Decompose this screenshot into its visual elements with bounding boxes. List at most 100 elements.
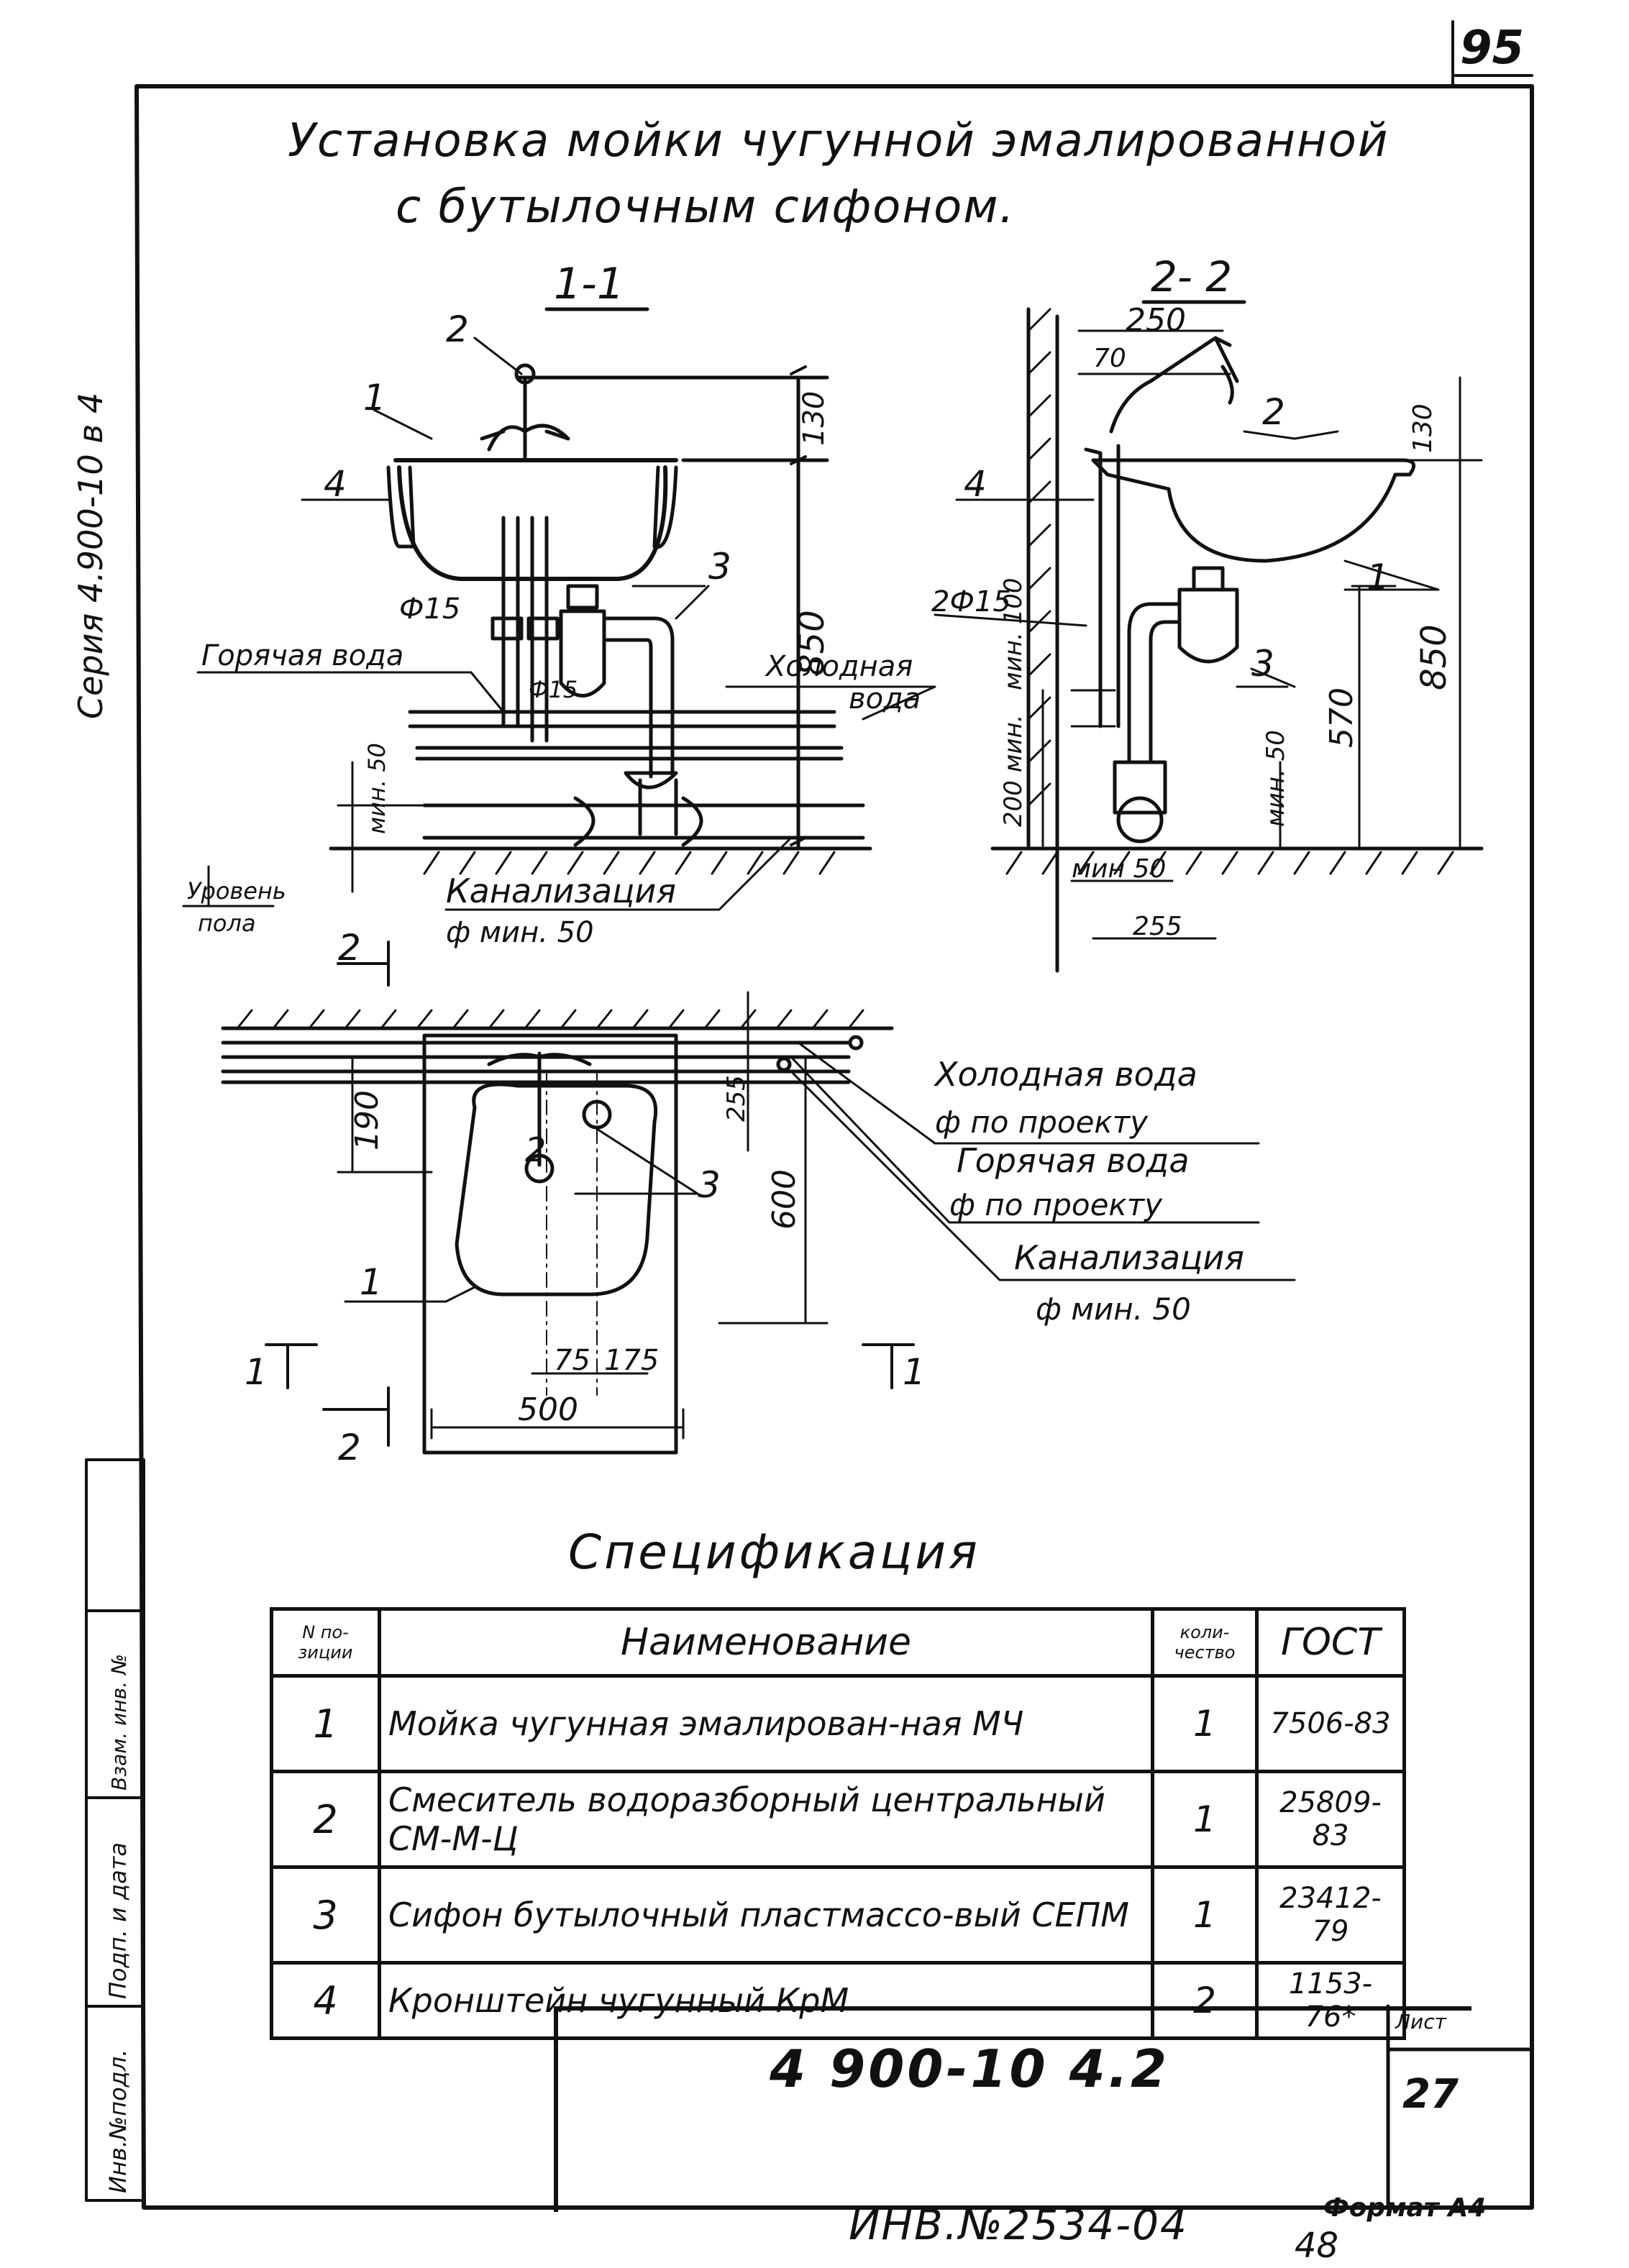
specification-table: N по- зиции Наименование коли- чество ГО… (270, 1607, 1406, 2040)
sewer-callout: Канализация (1014, 1238, 1244, 1277)
dim-255-b: 255 (1133, 912, 1182, 941)
table-row: 3 Сифон бутылочный пластмассо-вый СЕПМ 1… (270, 1865, 1406, 1965)
dim-850-a: 850 (792, 610, 832, 676)
section-1-1-mark: 1-1 (554, 259, 624, 309)
series-label: Серия 4.900-10 в 4 (71, 393, 110, 719)
plan-view-labels: 2 190 255 600 2 3 1 75 175 500 1 1 2 Хол… (245, 927, 1244, 1468)
dim-850-b: 850 (1414, 624, 1454, 690)
sheet-label: Лист (1395, 2010, 1446, 2034)
diameter-15-b: Ф15 (529, 676, 578, 703)
document-code: 4 900-10 4.2 (770, 2039, 1170, 2099)
dim-min50-a: мин. 50 (363, 743, 391, 834)
title-block (554, 2006, 1471, 2212)
pipe-2d15-label: 2Ф15 (931, 585, 1011, 618)
diameter-15-a: Ф15 (399, 593, 460, 626)
title-line-2: с бутылочным сифоном. (396, 180, 1016, 234)
plan-item-ref-3: 3 (698, 1164, 721, 1206)
row-num: 4 (270, 1961, 381, 2040)
row-qty: 2 (1151, 1961, 1259, 2040)
dim-75: 75 (554, 1344, 590, 1377)
dim-70: 70 (1093, 344, 1126, 373)
dim-500: 500 (518, 1391, 578, 1428)
dim-570: 570 (1323, 687, 1360, 748)
item-ref-1: 1 (363, 377, 386, 419)
item-ref-4b: 4 (964, 463, 987, 505)
row-name: Сифон бутылочный пластмассо-вый СЕПМ (378, 1865, 1154, 1965)
row-gost: 25809-83 (1255, 1770, 1406, 1869)
stamp-signature-date: Подп. и дата (104, 1842, 132, 1999)
row-name: Смеситель водоразборный центральный СМ-М… (378, 1770, 1154, 1869)
row-gost: 23412-79 (1255, 1865, 1406, 1965)
sheet-number: 27 (1402, 2071, 1459, 2118)
item-ref-1b: 1 (1366, 557, 1390, 598)
row-gost: 7506-83 (1255, 1674, 1406, 1773)
dim-min100: мин. 100 (999, 578, 1028, 691)
dim-130-b: 130 (1408, 403, 1438, 453)
item-ref-2b: 2 (1262, 391, 1285, 433)
sewer-diameter-label: ф мин. 50 (446, 916, 594, 949)
dim-130-a: 130 (798, 391, 831, 446)
sewer-label: Канализация (446, 872, 676, 910)
cut-mark-1-left: 1 (245, 1351, 268, 1393)
section-2-2-geometry (934, 300, 1484, 973)
row-qty: 1 (1151, 1674, 1259, 1773)
header-name: Наименование (378, 1607, 1154, 1678)
item-ref-3b: 3 (1251, 643, 1274, 685)
row-num: 3 (270, 1865, 381, 1965)
dim-250: 250 (1126, 302, 1186, 339)
row-qty: 1 (1151, 1770, 1259, 1869)
floor-level-label-2: пола (198, 910, 256, 937)
cut-mark-2-bottom: 2 (338, 1427, 361, 1468)
hot-water-callout: Горячая вода (957, 1141, 1190, 1180)
item-ref-4: 4 (324, 463, 347, 505)
row-num: 1 (270, 1674, 381, 1773)
cold-water-diameter: ф по проекту (935, 1105, 1149, 1140)
row-gost: 1153-76* (1255, 1961, 1406, 2040)
row-num: 2 (270, 1770, 381, 1869)
sewer-diameter-callout: ф мин. 50 (1036, 1291, 1191, 1327)
floor-level-label-1: Уровень (187, 877, 286, 905)
stamp-inv-original: Инв.№подл. (104, 2049, 132, 2193)
page-number-line (1451, 20, 1533, 88)
plan-item-ref-2: 2 (525, 1130, 546, 1169)
section-1-1-labels: 1-1 2 1 4 3 130 850 мин. 50 Ф15 Ф15 Горя… (187, 259, 921, 949)
dim-600: 600 (766, 1169, 803, 1230)
series-text: Серия 4.900-10 в 4 (71, 393, 110, 719)
section-2-2-labels: 2- 2 250 70 2 130 4 1 2Ф15 3 850 570 мин… (931, 252, 1454, 941)
cold-water-label-1: Холодная (765, 650, 913, 683)
header-position: N по- зиции (270, 1607, 381, 1678)
format-number: 48 (1295, 2226, 1339, 2266)
row-qty: 1 (1151, 1865, 1259, 1965)
title-line-1: Установка мойки чугунной эмалированной (288, 114, 1390, 168)
cut-mark-2-top: 2 (338, 927, 361, 969)
specification-title: Спецификация (568, 1524, 980, 1580)
drawing-title: Установка мойки чугунной эмалированной с… (288, 108, 1390, 240)
hot-water-diameter: ф по проекту (949, 1187, 1163, 1222)
plan-view-geometry (221, 941, 1296, 1455)
frame-border (134, 84, 1534, 2210)
cut-mark-1-right: 1 (903, 1351, 926, 1393)
dim-min50-b: мин. 50 (1261, 730, 1290, 827)
cold-water-label-2: вода (849, 682, 921, 715)
row-name: Мойка чугунная эмалирован-ная МЧ (378, 1674, 1154, 1773)
format-label: Формат А4 (1323, 2193, 1487, 2223)
section-2-2-mark: 2- 2 (1151, 252, 1232, 301)
table-row: 2 Смеситель водоразборный центральный СМ… (270, 1770, 1406, 1869)
item-ref-2: 2 (446, 308, 469, 350)
dim-200min: 200 мин. (999, 715, 1028, 828)
plan-item-ref-1: 1 (360, 1261, 383, 1303)
spec-header-row: N по- зиции Наименование коли- чество ГО… (270, 1607, 1406, 1678)
table-row: 1 Мойка чугунная эмалирован-ная МЧ 1 750… (270, 1674, 1406, 1773)
hot-water-label: Горячая вода (201, 639, 403, 672)
header-gost: ГОСТ (1255, 1607, 1406, 1678)
side-stamp-labels: Инв.№подл. Подп. и дата Взам. инв. № (104, 1654, 132, 2193)
table-row: 4 Кронштейн чугунный КрМ 2 1153-76* (270, 1961, 1406, 2040)
dim-255: 255 (722, 1075, 751, 1122)
item-ref-3: 3 (708, 546, 731, 587)
page-number: 95 (1460, 22, 1525, 75)
dim-175: 175 (604, 1344, 659, 1377)
section-1-1-geometry (182, 307, 936, 911)
dim-min50-c: мин 50 (1072, 854, 1166, 884)
cold-water-callout: Холодная вода (934, 1055, 1197, 1094)
